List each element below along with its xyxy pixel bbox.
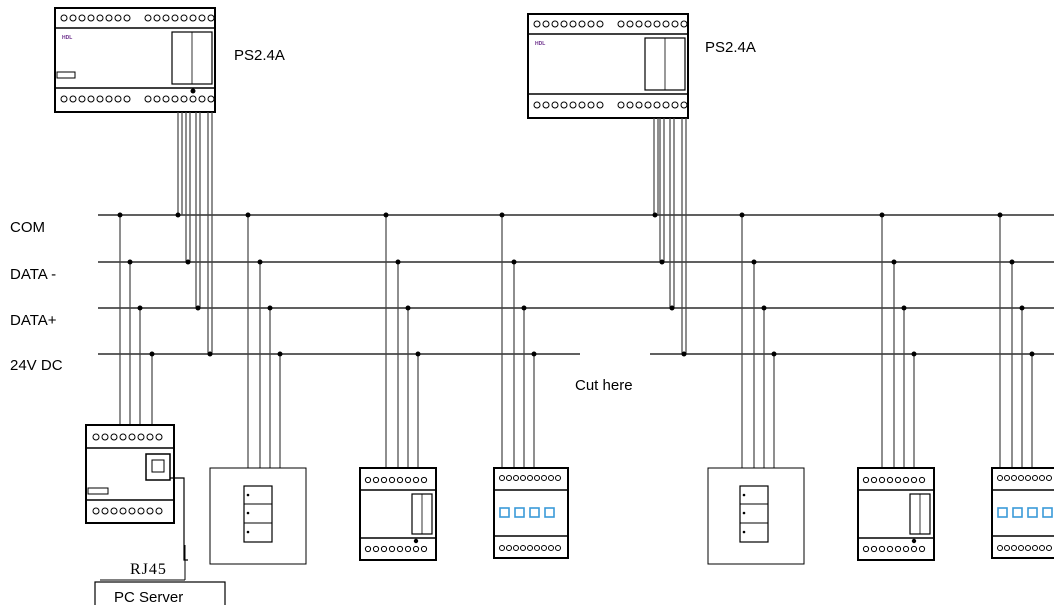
power-supply-2: HDL	[527, 13, 689, 119]
ps2-wires	[653, 118, 687, 354]
wall-switch-panel-1	[209, 212, 307, 565]
ps2-top-terminals	[533, 20, 688, 28]
cut-here-label: Cut here	[575, 377, 633, 394]
ps1-wires	[177, 112, 213, 354]
relay-module-1	[359, 212, 437, 561]
rj45-gateway-module	[85, 212, 188, 561]
pc-server-label: PC Server	[114, 589, 183, 605]
ps2-label: PS2.4A	[705, 39, 756, 56]
wall-switch-panel-2	[707, 212, 805, 565]
relay-module-2	[857, 212, 935, 561]
rj45-label: RJ45	[130, 561, 167, 578]
data-minus-label: DATA -	[10, 266, 56, 283]
ps1-brand: HDL	[62, 35, 72, 41]
ps1-bottom-terminals	[60, 95, 215, 103]
dimmer-module-1	[493, 212, 569, 559]
data-plus-label: DATA+	[10, 312, 57, 329]
power-supply-1: HDL	[54, 7, 216, 113]
com-label: COM	[10, 219, 45, 236]
bus-lines	[98, 214, 1054, 355]
ps1-top-terminals	[60, 14, 215, 22]
power-label: 24V DC	[10, 357, 63, 374]
pc-server-box: PC Server	[94, 581, 226, 605]
dimmer-module-2	[991, 212, 1054, 559]
ps2-bottom-terminals	[533, 101, 688, 109]
ps1-label: PS2.4A	[234, 47, 285, 64]
ps2-brand: HDL	[535, 41, 545, 47]
